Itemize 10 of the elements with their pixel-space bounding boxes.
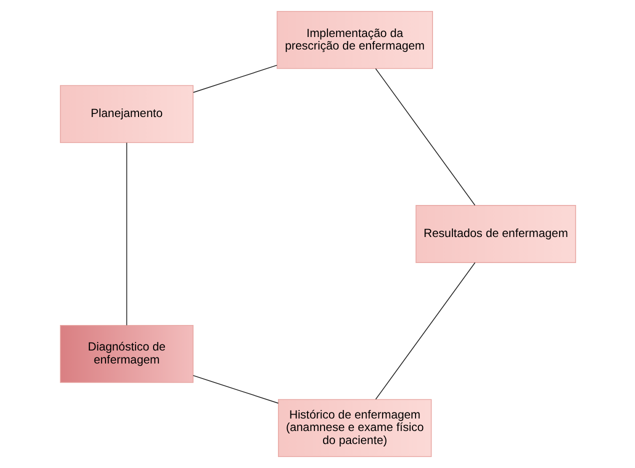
connector	[192, 64, 277, 93]
node-box: Planejamento	[59, 85, 194, 144]
connector	[374, 262, 475, 400]
node-box: Histórico de enfermagem (anamnese e exame físico do paciente)	[277, 399, 432, 458]
node-box: Resultados de enfermagem	[415, 205, 576, 263]
node-box: Implementação da prescrição de enfermagem	[276, 10, 432, 69]
connector	[126, 142, 127, 326]
connector	[374, 68, 475, 206]
connector	[192, 375, 278, 404]
node-box: Diagnóstico de enfermagem	[59, 324, 194, 383]
